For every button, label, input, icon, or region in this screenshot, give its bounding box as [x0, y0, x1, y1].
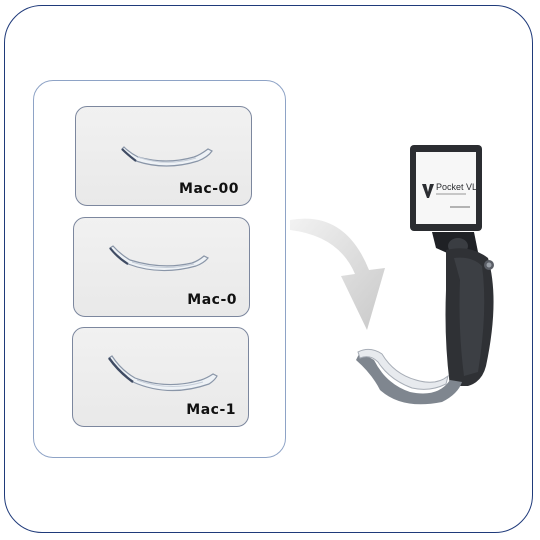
blade-icon [121, 146, 213, 167]
blade-icon [108, 355, 218, 392]
blade-label: Mac-1 [186, 402, 236, 418]
device-brand: Pocket VL [436, 182, 477, 192]
blade-label: Mac-00 [179, 181, 239, 197]
blade-card-mac-00: Mac-00 [75, 106, 252, 206]
curved-arrow-icon [290, 218, 385, 330]
blade-label: Mac-0 [187, 292, 237, 308]
video-laryngoscope-icon: Pocket VL [356, 145, 494, 405]
blade-card-mac-0: Mac-0 [73, 217, 250, 317]
blade-card-mac-1: Mac-1 [72, 327, 249, 427]
blade-icon [109, 245, 209, 272]
